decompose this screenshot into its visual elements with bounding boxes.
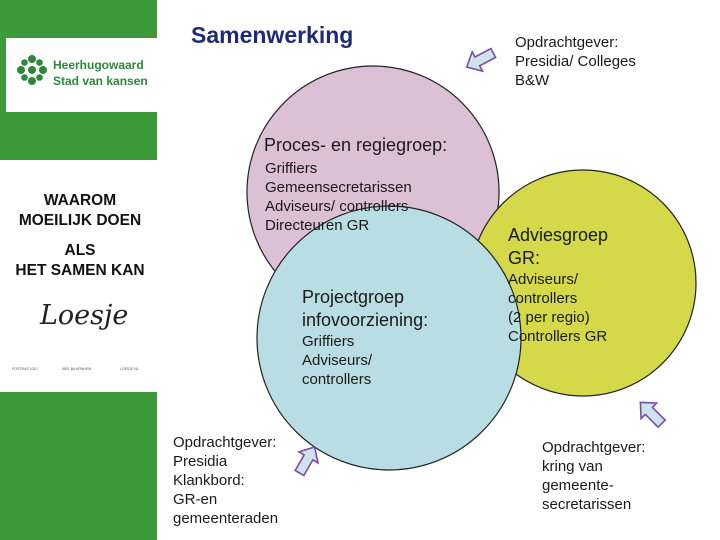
loesje-logo: Loesje xyxy=(40,300,129,331)
arrow-top-icon xyxy=(465,47,497,73)
project-circle xyxy=(256,205,522,471)
poster-line-1: WAAROM xyxy=(43,192,117,209)
advies-heading: Adviesgroep GR: xyxy=(508,224,608,270)
opdrachtgever-top-line: Presidia/ Colleges xyxy=(515,53,636,70)
advies-member: (2 per regio) xyxy=(508,309,590,326)
logo-line-1: Heerhugowaard xyxy=(53,58,144,72)
opdrachtgever-right-line: kring van xyxy=(542,458,603,475)
opdrachtgever-left-line: Presidia xyxy=(173,453,228,470)
proces-members: Griffiers Gemeensecretarissen Adviseurs/… xyxy=(265,159,412,235)
advies-member: Adviseurs/ xyxy=(508,271,579,288)
opdrachtgever-right-line: gemeente- xyxy=(542,477,614,494)
arrow-right-icon xyxy=(639,401,667,429)
opdrachtgever-top-line: Opdrachtgever: xyxy=(515,34,619,51)
loesje-poster: WAAROM MOEILIJK DOEN ALS HET SAMEN KAN L… xyxy=(10,176,150,372)
proces-member: Adviseurs/ controllers xyxy=(265,198,409,215)
opdrachtgever-top: Opdrachtgever: Presidia/ Colleges B&W xyxy=(515,33,636,90)
project-heading-line: infovoorziening: xyxy=(302,310,429,330)
proces-heading: Proces- en regiegroep: xyxy=(264,135,448,155)
opdrachtgever-top-line: B&W xyxy=(515,72,550,89)
heerhugowaard-logo: Heerhugowaard Stad van kansen xyxy=(6,38,157,112)
poster-line-3: ALS xyxy=(64,242,96,259)
opdrachtgever-left-line: GR-en xyxy=(173,491,218,508)
poster-footer-3: LOESJE.NL xyxy=(120,367,139,371)
project-member: Griffiers xyxy=(302,333,355,350)
opdrachtgever-left-line: Opdrachtgever: xyxy=(173,434,277,451)
opdrachtgever-right-line: Opdrachtgever: xyxy=(542,439,646,456)
proces-member: Griffiers xyxy=(265,160,318,177)
page-title: Samenwerking xyxy=(191,22,354,48)
opdrachtgever-left-line: Klankbord: xyxy=(173,472,245,489)
opdrachtgever-left: Opdrachtgever: Presidia Klankbord: GR-en… xyxy=(173,433,278,528)
project-members: Griffiers Adviseurs/ controllers xyxy=(302,332,372,389)
poster-line-2: MOEILIJK DOEN xyxy=(18,212,142,229)
opdrachtgever-left-line: gemeenteraden xyxy=(173,510,279,527)
sidebar-top-panel: Heerhugowaard Stad van kansen xyxy=(0,0,157,160)
advies-heading-line: GR: xyxy=(508,248,541,268)
flower-icon xyxy=(17,55,47,85)
sidebar-bottom-panel xyxy=(0,392,157,540)
project-heading-line: Projectgroep xyxy=(302,287,405,307)
advies-members: Adviseurs/ controllers (2 per regio) Con… xyxy=(508,270,607,346)
project-member: Adviseurs/ xyxy=(302,352,373,369)
advies-member: Controllers GR xyxy=(508,328,608,345)
opdrachtgever-right-line: secretarissen xyxy=(542,496,632,513)
opdrachtgever-right: Opdrachtgever: kring van gemeente- secre… xyxy=(542,438,645,514)
proces-member: Directeuren GR xyxy=(265,217,370,234)
logo-line-2: Stad van kansen xyxy=(53,74,148,88)
poster-footer-2: 6801 BA ARNHEM xyxy=(62,367,92,371)
poster-footer-1: POSTBUS 1010 xyxy=(12,367,38,371)
arrow-left-icon xyxy=(294,445,320,477)
advies-member: controllers xyxy=(508,290,578,307)
proces-member: Gemeensecretarissen xyxy=(265,179,412,196)
advies-heading-line: Adviesgroep xyxy=(508,225,609,245)
project-member: controllers xyxy=(302,371,372,388)
project-heading: Projectgroep infovoorziening: xyxy=(302,286,428,332)
poster-line-4: HET SAMEN KAN xyxy=(15,262,145,279)
